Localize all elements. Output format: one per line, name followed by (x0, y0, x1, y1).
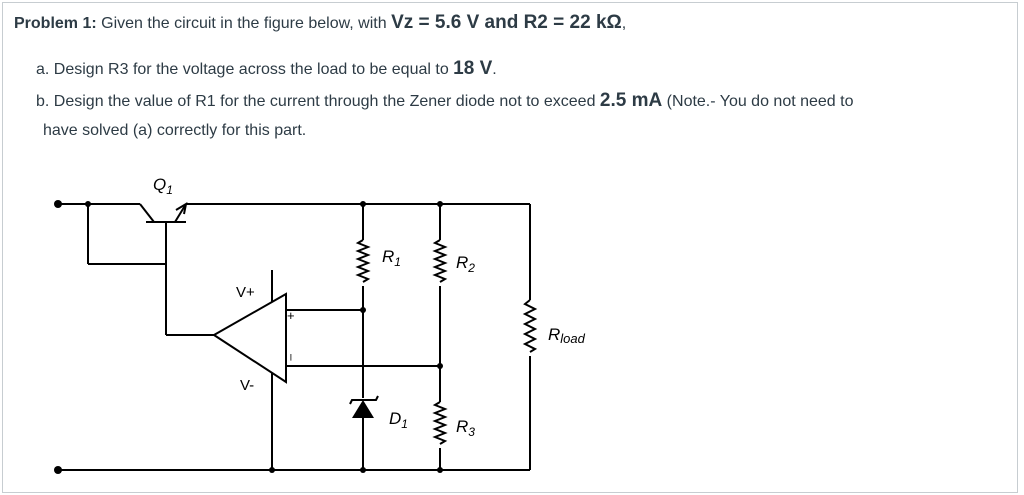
transistor-q1-symbol (139, 201, 188, 223)
resistor-r3-symbol (432, 401, 448, 445)
q1-label: Q1 (153, 175, 173, 197)
resistor-rload-symbol (522, 299, 538, 353)
r1-label: R1 (382, 247, 401, 269)
junction-dots (54, 200, 443, 474)
part-a-end: . (492, 61, 497, 78)
problem-givens: Vz = 5.6 V and R2 = 22 kΩ (391, 12, 622, 33)
problem-title: Problem 1: (14, 15, 97, 32)
vplus-label: V+ (236, 284, 255, 301)
part-b-continuation: have solved (a) correctly for this part. (43, 122, 307, 139)
opamp-minus-sign: – (285, 354, 299, 361)
zener-diode-d1-symbol (349, 395, 379, 436)
op-amp-symbol (212, 292, 287, 384)
problem-intro-end: , (621, 15, 627, 32)
part-a-text: Design R3 for the voltage across the loa… (53, 61, 454, 78)
part-b-text: Design the value of R1 for the current t… (53, 93, 600, 110)
part-b-text2: (Note.- You do not need to (662, 93, 854, 110)
circuit-labels: Q1 R1 R2 R3 D1 Rload V+ V- + – (153, 175, 586, 439)
problem-intro: Given the circuit in the figure below, w… (96, 15, 392, 32)
circuit-wires (58, 203, 531, 471)
vminus-label: V- (240, 377, 254, 394)
r2-label: R2 (456, 253, 475, 275)
resistor-r1-symbol (355, 239, 371, 283)
part-b-value: 2.5 mA (599, 90, 663, 111)
part-a: a. Design R3 for the voltage across the … (36, 58, 497, 81)
part-b: b. Design the value of R1 for the curren… (36, 90, 854, 113)
part-a-value: 18 V (453, 58, 493, 79)
part-a-marker: a. (36, 61, 50, 78)
r3-label: R3 (456, 417, 475, 439)
d1-label: D1 (389, 409, 408, 431)
rload-label: Rload (548, 325, 586, 346)
opamp-plus-sign: + (287, 308, 295, 323)
resistor-r2-symbol (432, 239, 448, 283)
part-b-marker: b. (36, 93, 50, 110)
problem-statement: Problem 1: Given the circuit in the figu… (14, 12, 626, 35)
